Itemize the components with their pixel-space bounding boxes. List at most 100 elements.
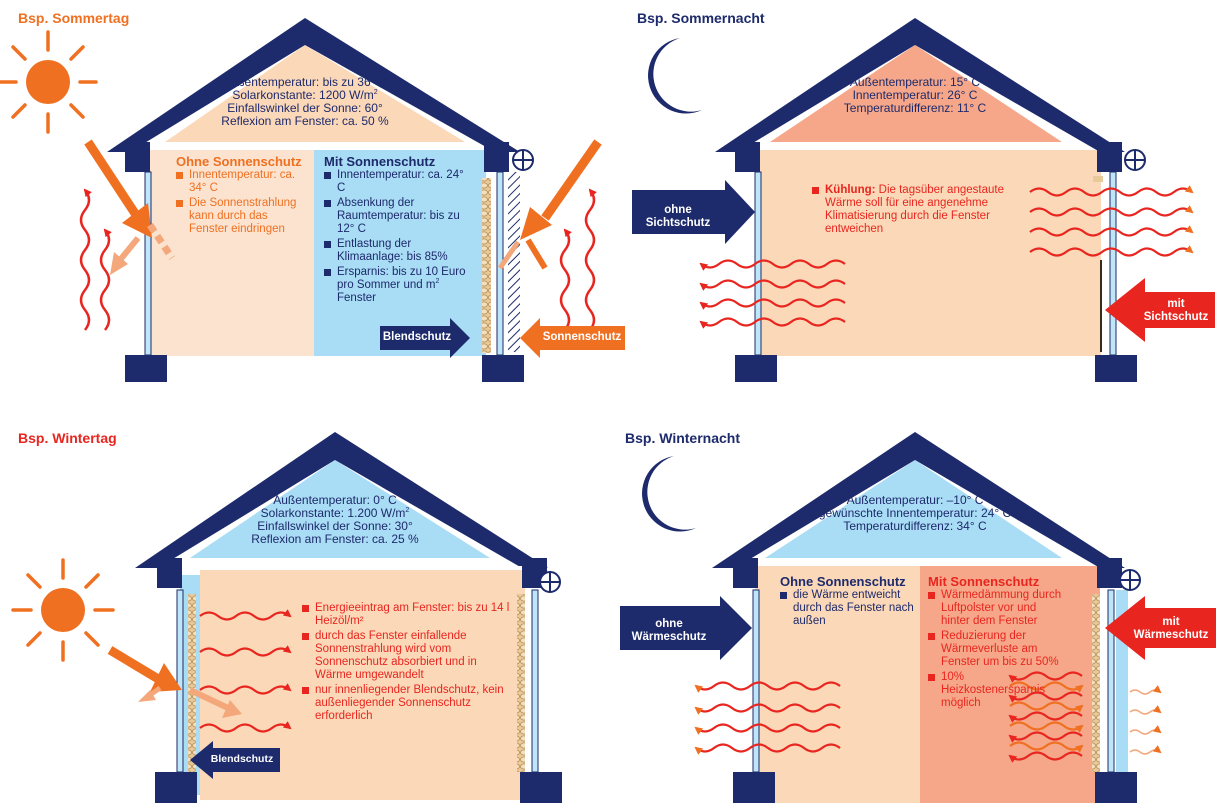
roof-label: Solarkonstante:: [232, 88, 316, 102]
sommernacht-roof-text: Außentemperatur: 15° C Innentemperatur: …: [830, 76, 1000, 115]
mit-waermeschutz-arrow: [1105, 596, 1216, 660]
winternacht-mit-box: Mit Sonnenschutz Wärmedämmung durch Luft…: [928, 574, 1068, 712]
roof-value: ca. 25 %: [368, 532, 419, 546]
roof-value: ca. 50 %: [338, 114, 389, 128]
roof-label: Einfallswinkel der Sonne:: [257, 519, 392, 533]
wintertag-list: Energieeintrag am Fenster: bis zu 14 l H…: [302, 602, 512, 725]
ohne-sichtschutz-arrow: [632, 180, 755, 244]
panel-wintertag: [11, 432, 562, 803]
list-item-text: Ersparnis: bis zu 10 Euro pro Sommer und…: [337, 266, 466, 291]
list-item: Innentemperatur: ca. 34° C: [176, 169, 308, 195]
roof-value: 0° C: [369, 493, 397, 507]
heatwaves-left: [699, 259, 846, 329]
roof-label: Temperaturdifferenz:: [843, 101, 954, 115]
blendschutz-arrow: [380, 318, 470, 358]
roof-value: 26° C: [943, 88, 978, 102]
roof-value: bis zu 36° C: [319, 75, 388, 89]
list-item: Entlastung der Klimaanlage: bis 85%: [324, 238, 474, 264]
roof-attic: [165, 45, 465, 142]
roller-icon: [1119, 569, 1141, 591]
sommertag-title: Bsp. Sommertag: [18, 10, 130, 26]
winternacht-title: Bsp. Winternacht: [625, 430, 740, 446]
roof-label: Außentemperatur:: [222, 75, 320, 89]
sommernacht-title: Bsp. Sommernacht: [637, 10, 765, 26]
roof-value: 24° C: [977, 506, 1012, 520]
roof-label: Einfallswinkel der Sonne:: [227, 101, 362, 115]
roof-label: Außentemperatur:: [849, 75, 947, 89]
mit-sonnenschutz-heading: Mit Sonnenschutz: [324, 154, 436, 169]
room-left-fill: [148, 150, 314, 356]
roof-label: Temperaturdifferenz:: [843, 519, 954, 533]
list-item: durch das Fenster einfallende Sonnenstra…: [302, 630, 512, 682]
mit-sonnenschutz-box: Mit Sonnenschutz Innentemperatur: ca. 24…: [324, 154, 474, 307]
label-line: mit: [1162, 616, 1180, 628]
roof-label: Innentemperatur:: [852, 88, 944, 102]
moon-icon: [642, 456, 696, 532]
roof-value: 1200 W/m: [315, 88, 374, 102]
list-item: Wärmedämmung durch Luftpolster vor und h…: [928, 589, 1068, 628]
sommertag-roof-text: Außentemperatur: bis zu 36° C Solarkonst…: [221, 75, 389, 128]
ohne-sonnenschutz-heading: Ohne Sonnenschutz: [176, 154, 302, 169]
bullet-icon: [812, 187, 819, 194]
roof-label: Außentemperatur:: [846, 493, 944, 507]
window-left: [144, 171, 152, 356]
moon-icon: [648, 38, 702, 114]
kuehlung-text: Kühlung: Die tagsüber angestaute Wärme s…: [812, 184, 1035, 236]
list-item: Die Sonnenstrahlung kann durch das Fenst…: [176, 197, 308, 236]
list-item: Ersparnis: bis zu 10 Euro pro Sommer und…: [324, 266, 474, 305]
list-item: die Wärme entweicht durch das Fenster na…: [780, 589, 915, 628]
roof-value: 60°: [361, 101, 383, 115]
roof-value: 1.200 W/m: [344, 506, 406, 520]
label-line: Wärmeschutz: [1133, 629, 1209, 641]
sun-icon: [0, 30, 98, 134]
roof-label: Solarkonstante:: [260, 506, 345, 520]
sonnenschutz-arrow: [520, 318, 625, 358]
label-line: ohne: [655, 618, 683, 630]
blendschutz-label: Blendschutz: [210, 753, 274, 765]
mit-sichtschutz-arrow: [1105, 278, 1215, 342]
sonnenschutz-label: Sonnenschutz: [542, 331, 622, 343]
wintertag-title: Bsp. Wintertag: [18, 430, 117, 446]
label-line: Sichtschutz: [645, 217, 711, 229]
roof: [107, 18, 520, 152]
roof-value: 30°: [391, 519, 413, 533]
roof-label: Reflexion am Fenster:: [221, 114, 339, 128]
mit-sonnenschutz-heading: Mit Sonnenschutz: [928, 574, 1040, 589]
winternacht-roof-text: Außentemperatur: –10° C gewünschte Innen…: [815, 494, 1015, 533]
panel-sommernacht: [632, 18, 1215, 382]
list-item: Reduzierung der Wärmeverluste am Fenster…: [928, 630, 1068, 669]
sunray-arrows: [84, 139, 602, 275]
label-line: mit: [1167, 298, 1185, 310]
label-line: Sichtschutz: [1143, 311, 1209, 323]
kuehlung-label: Kühlung:: [825, 184, 876, 196]
sun-icon: [11, 558, 115, 662]
wintertag-roof-text: Außentemperatur: 0° C Solarkonstante: 1.…: [251, 493, 419, 546]
roller-icon: [539, 571, 561, 593]
list-item: 10% Heizkostenersparnis möglich: [928, 671, 1045, 710]
roof-label: Außentemperatur:: [273, 493, 370, 507]
roof-value: 11° C: [953, 101, 987, 115]
roof-label: gewünschte Innentemperatur:: [818, 506, 978, 520]
ohne-waermeschutz-arrow: [620, 596, 752, 660]
winternacht-ohne-box: Ohne Sonnenschutz die Wärme entweicht du…: [780, 574, 915, 630]
list-item: Energieeintrag am Fenster: bis zu 14 l H…: [302, 602, 512, 628]
ohne-sichtschutz-label: ohne Sichtschutz: [632, 204, 724, 230]
list-item: Innentemperatur: ca. 24° C: [324, 169, 474, 195]
ohne-sonnenschutz-box: Ohne Sonnenschutz Innentemperatur: ca. 3…: [176, 154, 308, 238]
room-right-fill: [314, 150, 486, 356]
list-item: nur innenliegender Blendschutz, kein auß…: [302, 684, 512, 723]
blendschutz-label: Blendschutz: [382, 331, 452, 343]
blind-inner: [482, 178, 491, 353]
roof-value: –10° C: [943, 493, 984, 507]
roof-value: 34° C: [953, 519, 987, 533]
blendschutz-arrow: [190, 741, 280, 779]
ohne-waermeschutz-label: ohne Wärmeschutz: [620, 618, 718, 644]
list-item-text: Fenster: [337, 292, 376, 304]
roller-icon: [1124, 149, 1146, 171]
roof-value: 15° C: [946, 75, 981, 89]
roof-label: Reflexion am Fenster:: [251, 532, 369, 546]
label-line: ohne: [664, 204, 692, 216]
label-line: Wärmeschutz: [631, 631, 707, 643]
panel-sommertag: [0, 18, 625, 382]
